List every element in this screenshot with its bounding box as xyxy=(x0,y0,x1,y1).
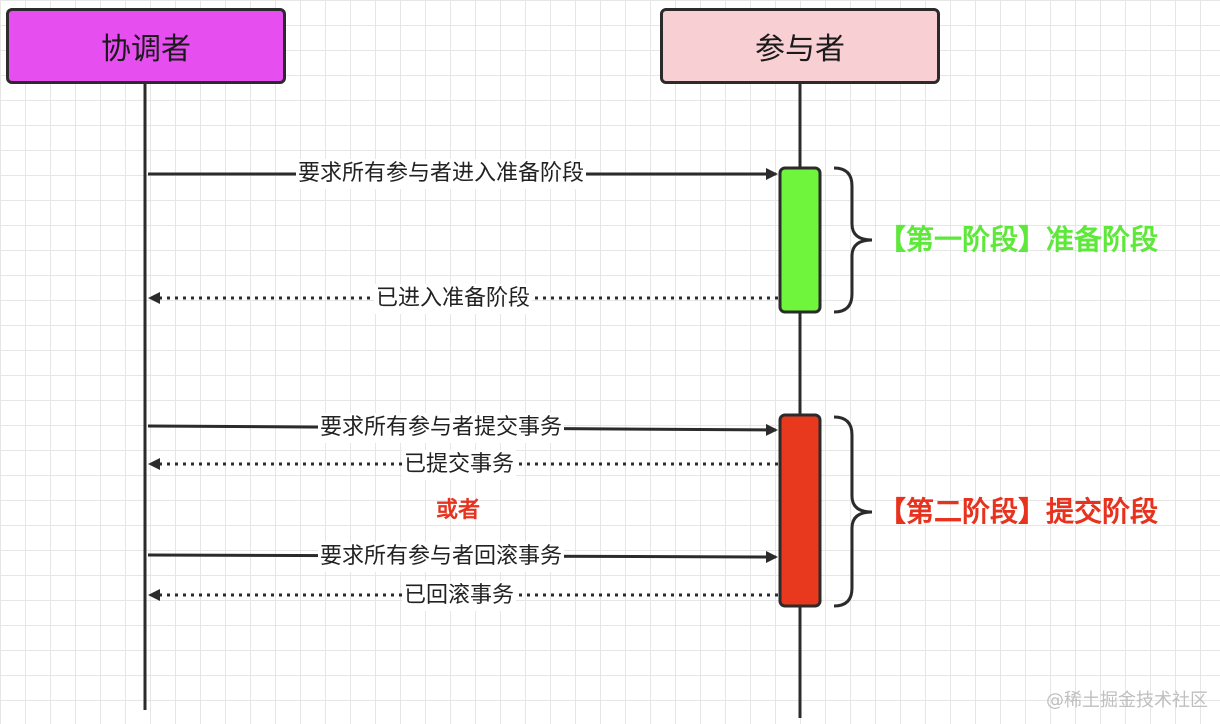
participant-actor-box: 参与者 xyxy=(660,8,940,84)
phase1-reply-label: 已进入准备阶段 xyxy=(374,284,533,314)
phase2-brace xyxy=(833,415,873,608)
commit-request-label: 要求所有参与者提交事务 xyxy=(318,413,565,443)
coordinator-actor-box: 协调者 xyxy=(6,8,286,84)
phase1-brace xyxy=(833,166,873,314)
participant-label: 参与者 xyxy=(755,32,845,67)
commit-reply-label: 已提交事务 xyxy=(402,450,517,480)
phase1-title: 【第一阶段】准备阶段 xyxy=(878,223,1159,256)
phase1-request-label: 要求所有参与者进入准备阶段 xyxy=(296,159,587,189)
watermark-text: @稀土掘金技术社区 xyxy=(1046,690,1208,711)
phase1-activation-bar xyxy=(778,166,822,314)
rollback-reply-label: 已回滚事务 xyxy=(402,581,517,611)
phase2-title: 【第二阶段】提交阶段 xyxy=(878,495,1159,528)
coordinator-label: 协调者 xyxy=(101,32,191,67)
rollback-request-label: 要求所有参与者回滚事务 xyxy=(318,542,565,572)
alternative-label: 或者 xyxy=(436,498,481,523)
phase2-activation-bar xyxy=(778,413,822,608)
